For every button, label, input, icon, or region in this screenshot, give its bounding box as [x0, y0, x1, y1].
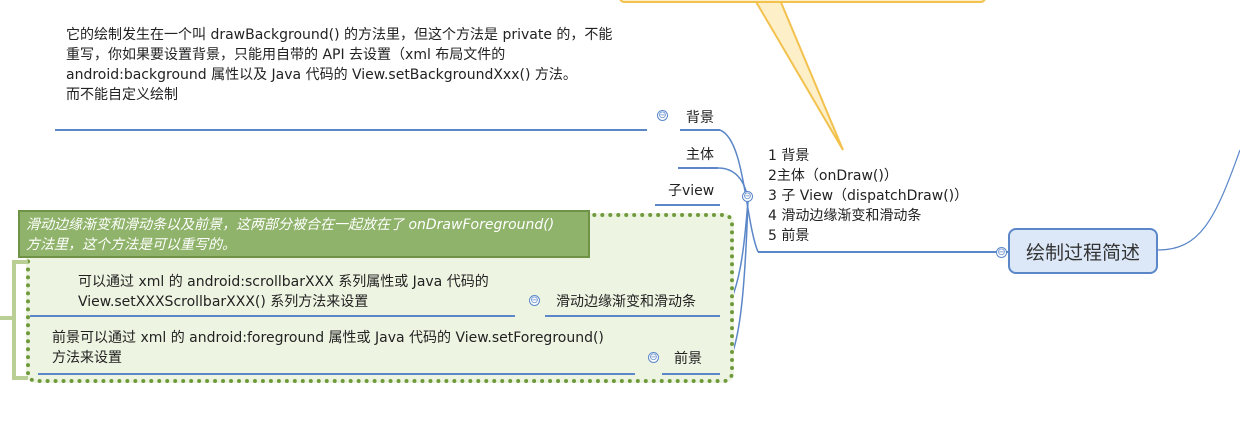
branch-main[interactable]: 主体	[686, 147, 714, 163]
summary-item: 2主体（onDraw()）	[768, 168, 898, 184]
background-note: 它的绘制发生在一个叫 drawBackground() 的方法里，但这个方法是 …	[66, 25, 612, 105]
group-note-line: 滑动边缘渐变和滑动条以及前景，这两部分被合在一起放在了 onDrawForegr…	[26, 217, 555, 233]
group-bracket	[12, 260, 28, 380]
group-note-line: 方法里，这个方法是可以重写的。	[26, 237, 236, 253]
background-note-line: 而不能自定义绘制	[66, 87, 178, 103]
group-note: 滑动边缘渐变和滑动条以及前景，这两部分被合在一起放在了 onDrawForegr…	[18, 210, 590, 258]
branch-child-view[interactable]: 子view	[668, 183, 715, 199]
scrollbar-collapse-icon[interactable]: ⊖	[529, 295, 540, 306]
background-note-line: android:background 属性以及 Java 代码的 View.se…	[66, 67, 577, 83]
foreground-note-line: 前景可以通过 xml 的 android:foreground 属性或 Java…	[52, 330, 604, 346]
callout-bottom-edge	[619, 0, 986, 3]
scrollbar-note-line: 可以通过 xml 的 android:scrollbarXXX 系列属性或 Ja…	[78, 274, 489, 290]
summary-item: 4 滑动边缘渐变和滑动条	[768, 208, 922, 224]
callout-pointer	[753, 0, 844, 151]
summary-item: 5 前景	[768, 228, 810, 244]
summary-list[interactable]: 1 背景 2主体（onDraw()） 3 子 View（dispatchDraw…	[768, 146, 968, 246]
summary-item: 1 背景	[768, 148, 810, 164]
background-note-line: 重写，你如果要设置背景，只能用自带的 API 去设置（xml 布局文件的	[66, 47, 506, 63]
hub-curve-top	[719, 129, 759, 253]
root-link-right	[1157, 149, 1240, 251]
foreground-collapse-icon[interactable]: ⊖	[648, 352, 659, 363]
root-node[interactable]: 绘制过程简述	[1008, 228, 1158, 274]
scrollbar-note: 可以通过 xml 的 android:scrollbarXXX 系列属性或 Ja…	[78, 272, 489, 312]
foreground-note-line: 方法来设置	[52, 350, 122, 366]
branch-foreground[interactable]: 前景	[674, 351, 702, 367]
summary-item: 3 子 View（dispatchDraw()）	[768, 188, 969, 204]
background-note-line: 它的绘制发生在一个叫 drawBackground() 的方法里，但这个方法是 …	[66, 27, 613, 43]
root-collapse-icon[interactable]: ⊖	[996, 247, 1007, 258]
scrollbar-note-line: View.setXXXScrollbarXXX() 系列方法来设置	[78, 294, 369, 310]
background-collapse-icon[interactable]: ⊖	[657, 110, 668, 121]
hub-collapse-icon[interactable]: ⊖	[742, 191, 753, 202]
branch-scrollbar[interactable]: 滑动边缘渐变和滑动条	[556, 294, 696, 310]
foreground-note: 前景可以通过 xml 的 android:foreground 属性或 Java…	[52, 328, 604, 368]
branch-background[interactable]: 背景	[686, 110, 714, 126]
